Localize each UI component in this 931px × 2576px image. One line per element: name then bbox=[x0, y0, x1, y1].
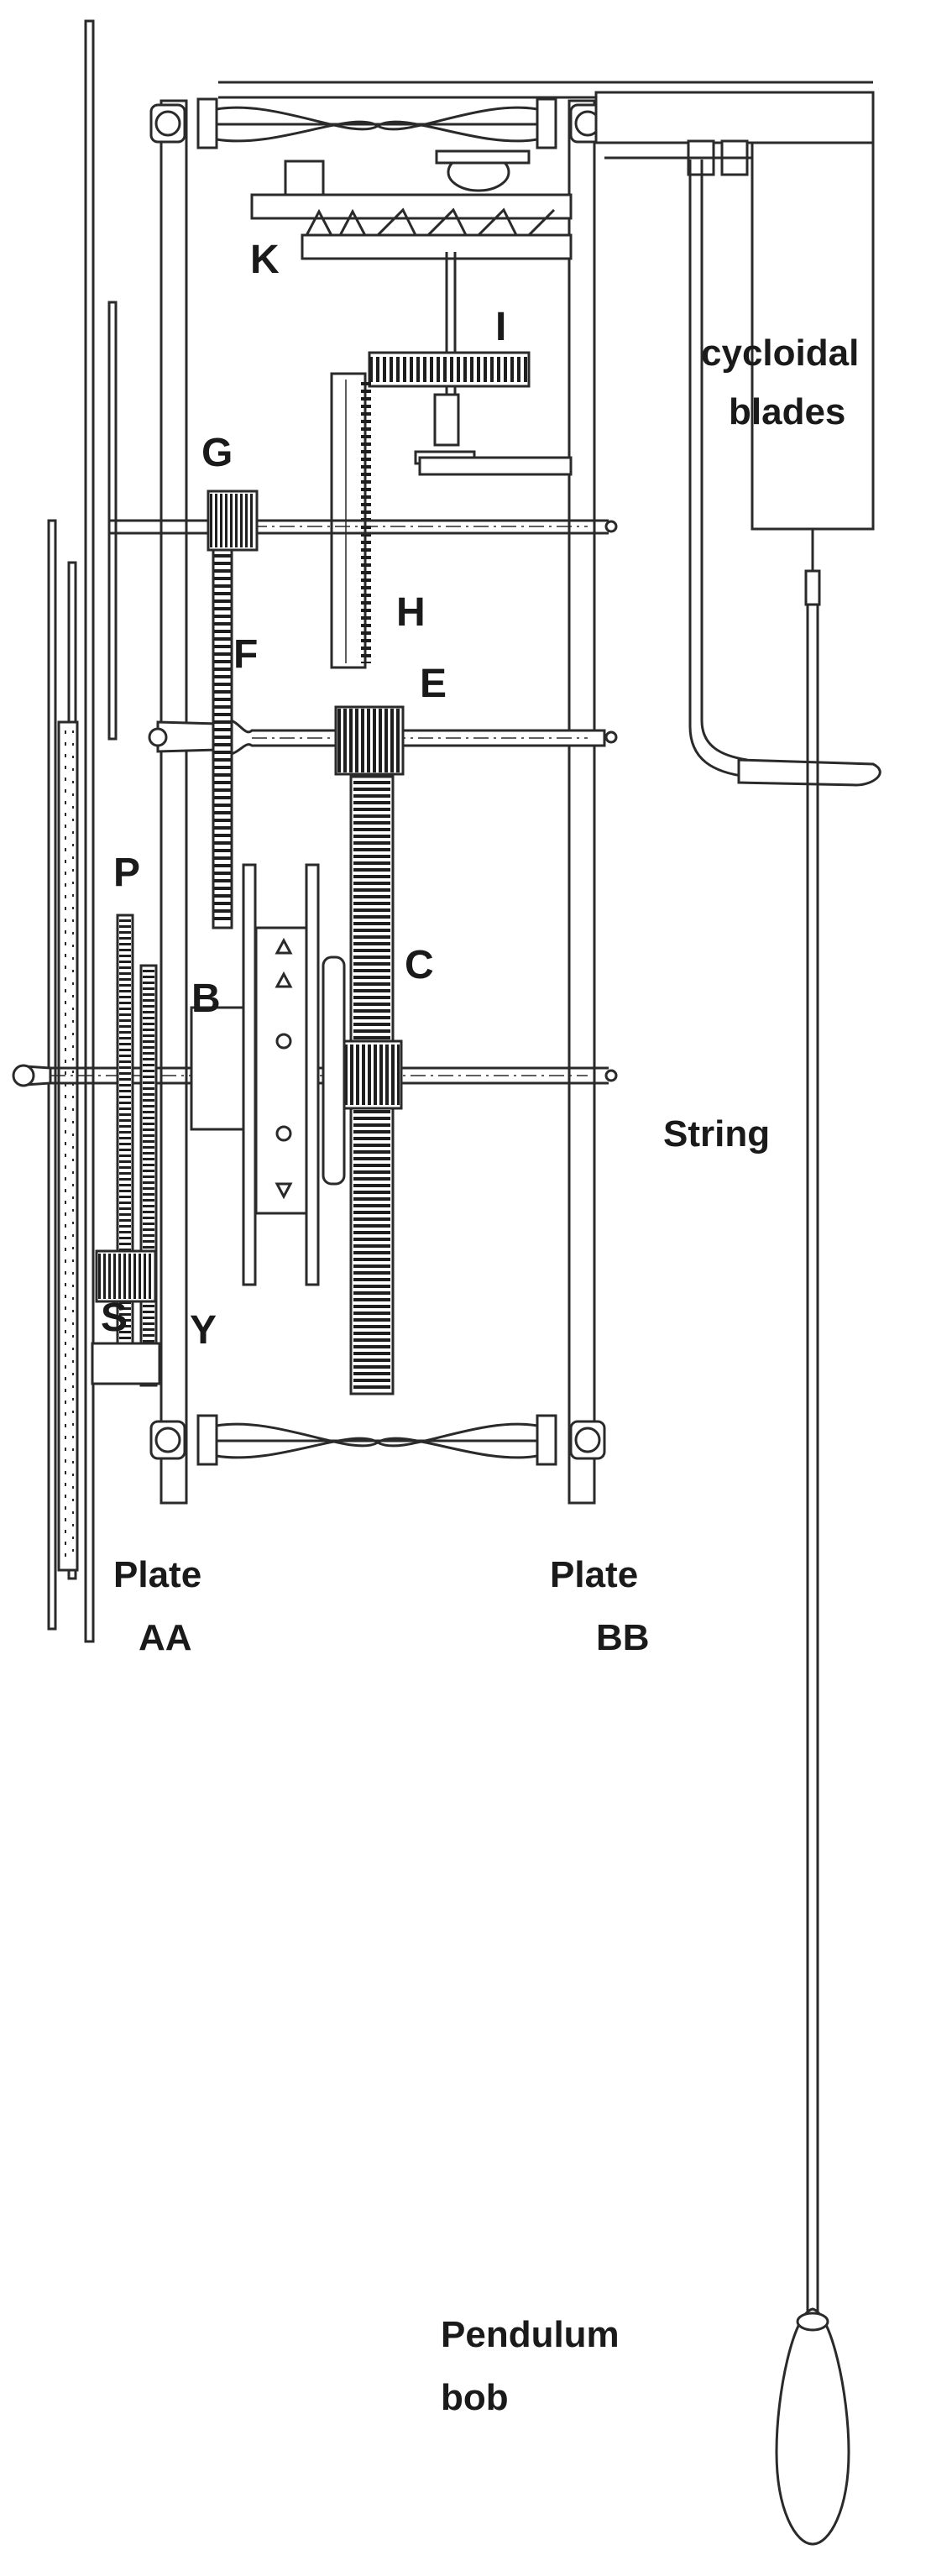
pendulum-bob bbox=[775, 2307, 850, 2546]
dial-plate bbox=[84, 19, 95, 1643]
label-f: F bbox=[233, 632, 258, 677]
label-pendulum-line2: bob bbox=[441, 2377, 509, 2418]
label-b: B bbox=[191, 976, 221, 1021]
pinion-e bbox=[334, 705, 405, 776]
plate-aa bbox=[160, 99, 188, 1505]
great-wheel-c bbox=[341, 775, 403, 1395]
label-plate-bb-line2: BB bbox=[596, 1617, 650, 1658]
label-plate-bb-line1: Plate bbox=[550, 1554, 638, 1595]
label-p: P bbox=[113, 851, 140, 895]
label-k: K bbox=[250, 238, 280, 282]
pinion-g bbox=[207, 490, 259, 552]
label-y: Y bbox=[190, 1308, 217, 1353]
bottom-pillar bbox=[149, 1414, 606, 1466]
pendulum bbox=[775, 529, 850, 2546]
label-i: I bbox=[495, 305, 506, 349]
label-plate-aa-line1: Plate bbox=[113, 1554, 201, 1595]
wheel-f bbox=[212, 548, 233, 929]
pinion-s bbox=[95, 1249, 157, 1303]
label-h: H bbox=[396, 590, 426, 635]
plate-bb bbox=[567, 99, 596, 1505]
labels: K I G H F E P C B S Y cycloidal blades S… bbox=[101, 238, 859, 2418]
crown-wheel-k bbox=[250, 149, 573, 260]
dial-disc-lower-3 bbox=[57, 720, 79, 1572]
arbor-g bbox=[109, 519, 618, 535]
label-g: G bbox=[201, 431, 233, 475]
label-pendulum-line1: Pendulum bbox=[441, 2314, 620, 2355]
contrate-wheel-i bbox=[368, 351, 573, 476]
label-c: C bbox=[405, 943, 434, 987]
label-string: String bbox=[663, 1113, 770, 1154]
cycloidal-blades bbox=[594, 91, 875, 531]
label-s: S bbox=[101, 1296, 128, 1340]
label-cycloidal-line2: blades bbox=[729, 391, 845, 432]
label-e: E bbox=[420, 662, 447, 706]
crutch bbox=[688, 160, 881, 787]
barrel-b bbox=[190, 863, 346, 1286]
label-cycloidal-line1: cycloidal bbox=[701, 332, 859, 374]
top-pillar bbox=[149, 97, 606, 149]
motion-wheel-y bbox=[139, 964, 158, 1387]
label-plate-aa-line2: AA bbox=[139, 1617, 192, 1658]
